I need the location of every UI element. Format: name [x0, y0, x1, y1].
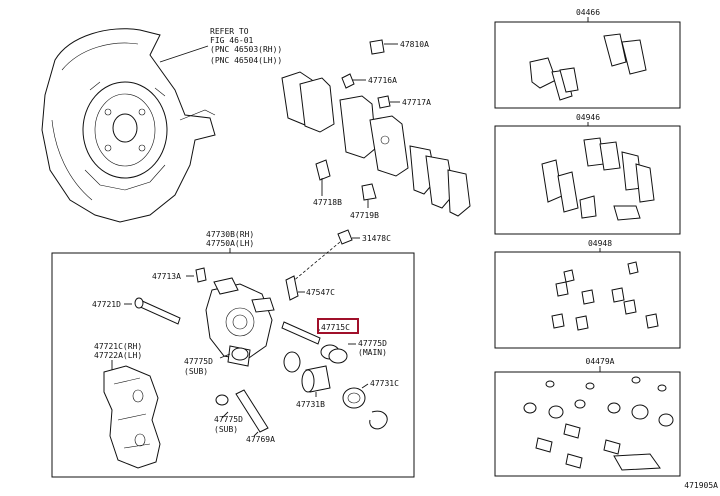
label-47716A: 47716A	[368, 76, 397, 85]
kit-panel-04946: 04946	[494, 113, 681, 235]
part-highlight-47715C[interactable]	[317, 318, 359, 334]
upper-callouts: 47810A 47716A 47717A 47718B 47719B	[313, 40, 431, 220]
piston-group: 47731B 47731C	[283, 351, 399, 430]
label-47713A: 47713A	[152, 272, 181, 281]
label-47717A: 47717A	[402, 98, 431, 107]
pad-and-shim-group	[281, 39, 471, 217]
guide-pin-boot: 47715C	[281, 318, 359, 345]
label-47547C: 47547C	[306, 288, 335, 297]
caliper-body-illustration: 47713A	[152, 267, 275, 367]
tag-main: (MAIN)	[358, 348, 387, 357]
label-47719B: 47719B	[350, 211, 379, 220]
label-47715C[interactable]: 47715C	[321, 323, 350, 332]
bleeder-cap-group: 31478C 47547C	[285, 229, 391, 301]
label-47775D-sub2: 47775D	[214, 415, 243, 424]
kit-code-04948: 04948	[588, 239, 612, 248]
piston-seal-main: 47775D (MAIN)	[320, 339, 387, 364]
label-47750A: 47750A(LH)	[206, 239, 254, 248]
label-47721C: 47721C(RH)	[94, 342, 142, 351]
dust-cover-illustration	[41, 28, 216, 223]
caliper-assembly-frame	[51, 252, 415, 478]
label-47730B: 47730B(RH)	[206, 230, 254, 239]
kit-code-04466: 04466	[576, 8, 600, 17]
guide-pin-lower: 47775D (SUB) 47769A	[214, 389, 275, 444]
refer-note-line1: REFER TO	[210, 27, 249, 36]
kit-code-04946: 04946	[576, 113, 600, 122]
label-47721D: 47721D	[92, 300, 121, 309]
label-47769A: 47769A	[246, 435, 275, 444]
caliper-assembly-title: 47730B(RH) 47750A(LH)	[206, 230, 254, 253]
kit-code-04479A: 04479A	[586, 357, 615, 366]
refer-note-line3: (PNC 46503(RH))	[210, 45, 282, 54]
label-47775D-main: 47775D	[358, 339, 387, 348]
kit-panel-04466: 04466	[494, 8, 681, 109]
label-31478C: 31478C	[362, 234, 391, 243]
refer-note-line2: FIG 46-01	[210, 36, 254, 45]
label-47731B: 47731B	[296, 400, 325, 409]
label-47731C: 47731C	[370, 379, 399, 388]
tag-sub2: (SUB)	[214, 425, 238, 434]
kit-panel-04479A: 04479A	[494, 357, 681, 477]
label-47775D-sub1: 47775D	[184, 357, 213, 366]
label-47722A: 47722A(LH)	[94, 351, 142, 360]
figure-code: 471905A	[684, 481, 718, 490]
refer-note: REFER TO FIG 46-01 (PNC 46503(RH)) (PNC …	[159, 27, 282, 65]
seal-sub-upper: 47775D (SUB)	[184, 347, 249, 376]
refer-note-line4: (PNC 46504(LH))	[210, 56, 282, 65]
tag-sub1: (SUB)	[184, 367, 208, 376]
mounting-bracket-illustration: 47721C(RH) 47722A(LH)	[94, 342, 161, 469]
label-47718B: 47718B	[313, 198, 342, 207]
kit-panel-04948: 04948	[494, 239, 681, 349]
label-47810A: 47810A	[400, 40, 429, 49]
guide-pin-upper: 47721D	[92, 297, 181, 325]
